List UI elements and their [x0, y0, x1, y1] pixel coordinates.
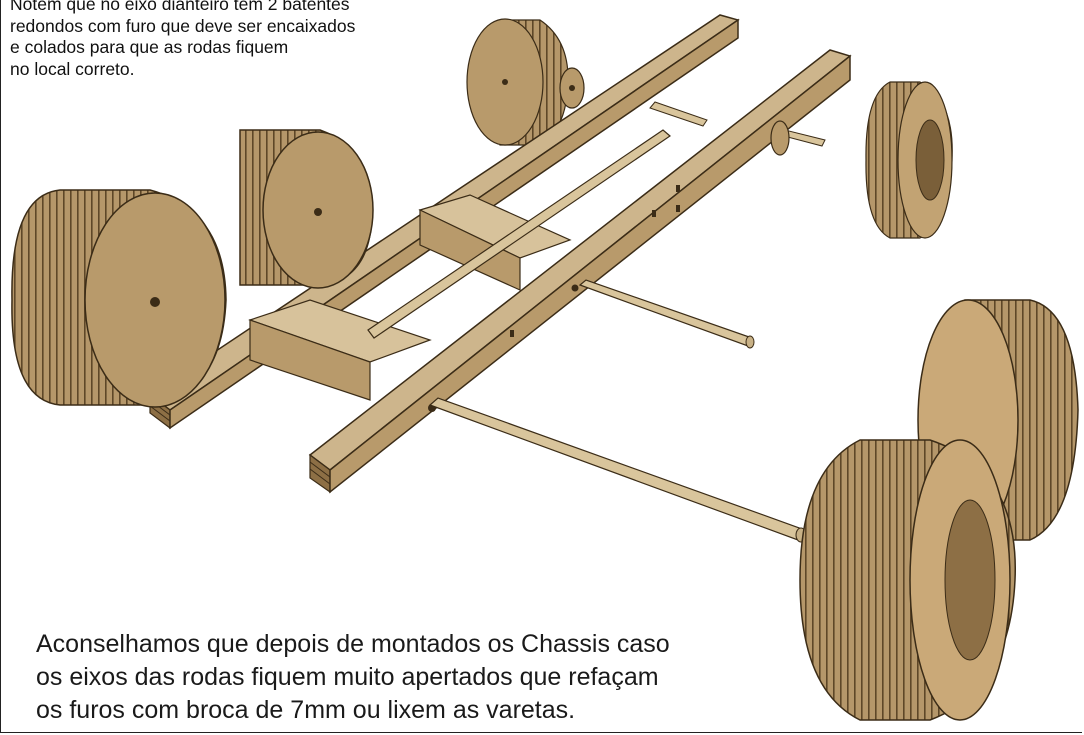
assembly-advice-note: Aconselhamos que depois de montados os C…: [36, 628, 796, 727]
front-axle-note: Notem que no eixo dianteiro tem 2 batent…: [10, 0, 480, 80]
middle-axle-rod-icon: [578, 279, 755, 349]
middle-cross-member-icon: [418, 194, 572, 291]
rear-cross-member-icon: [248, 299, 432, 401]
rear-axle-rod-icon: [428, 397, 807, 543]
long-center-rod-icon: [367, 129, 671, 339]
front-axle-note-line-1: Notem que no eixo dianteiro tem 2 batent…: [10, 0, 350, 14]
front-axle-rod-icon: [649, 101, 826, 156]
wheel-stop-icon: [559, 67, 585, 109]
assembly-advice-line-2: os eixos das rodas fiquem muito apertado…: [36, 663, 659, 691]
front-axle-note-line-3: e colados para que as rodas fiquem: [10, 37, 289, 57]
front-axle-note-line-2: redondos com furo que deve ser encaixado…: [10, 15, 356, 36]
rear-left-outer-wheel-icon: [11, 189, 227, 408]
front-axle-note-line-4: no local correto.: [10, 58, 135, 79]
near-chassis-rail-icon: [308, 49, 852, 494]
front-right-wheel-icon: [865, 81, 953, 239]
assembly-advice-line-1: Aconselhamos que depois de montados os C…: [36, 630, 670, 658]
rear-left-inner-wheel-icon: [239, 129, 374, 289]
rear-right-inner-wheel-icon: [799, 439, 1016, 721]
assembly-advice-line-3: os furos com broca de 7mm ou lixem as va…: [36, 696, 576, 724]
front-left-wheel-icon: [466, 18, 569, 146]
